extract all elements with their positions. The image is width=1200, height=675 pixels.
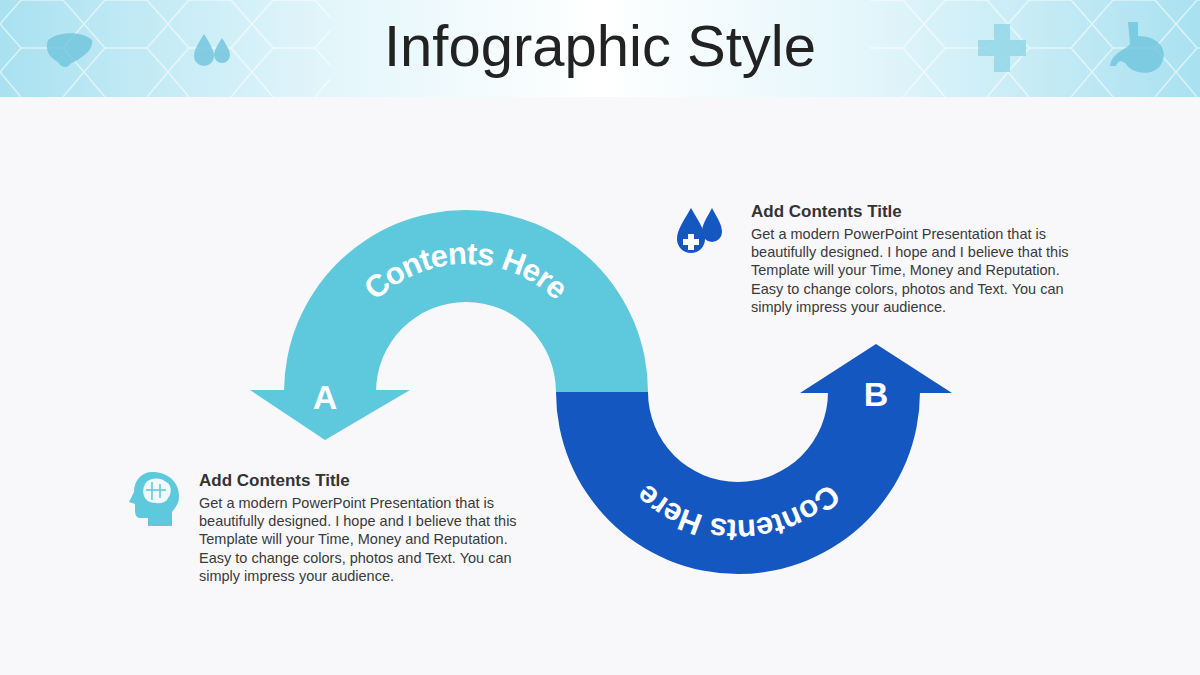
liver-icon [47,33,92,67]
content-body: Get a modern PowerPoint Presentation tha… [199,494,521,585]
cross-icon [978,24,1026,72]
content-title: Add Contents Title [199,470,350,492]
arc-text-path: Contents Here [357,236,574,307]
stomach-icon [1110,22,1164,73]
arc-arrow: Contents Here B [556,344,956,576]
header-hexagons [870,0,1200,97]
content-body: Get a modern PowerPoint Presentation tha… [751,225,1073,316]
slide-title: Infographic Style [0,6,1200,86]
header-hexagons [0,0,330,97]
content-title: Add Contents Title [751,201,902,223]
header-band [0,0,1200,97]
arrow-letter: A [313,377,338,417]
arrow-letter: B [864,374,889,414]
arc-arrow-shape: Contents Here [556,344,956,576]
blood-drops-icon [677,208,722,253]
arc-text-path: Contents Here [629,477,846,548]
arc-text: Contents Here [357,236,574,307]
drops-icon [194,34,230,66]
arc-text: Contents Here [629,477,846,548]
arc-arrow-body [556,344,952,574]
head-brain-icon [129,472,179,526]
